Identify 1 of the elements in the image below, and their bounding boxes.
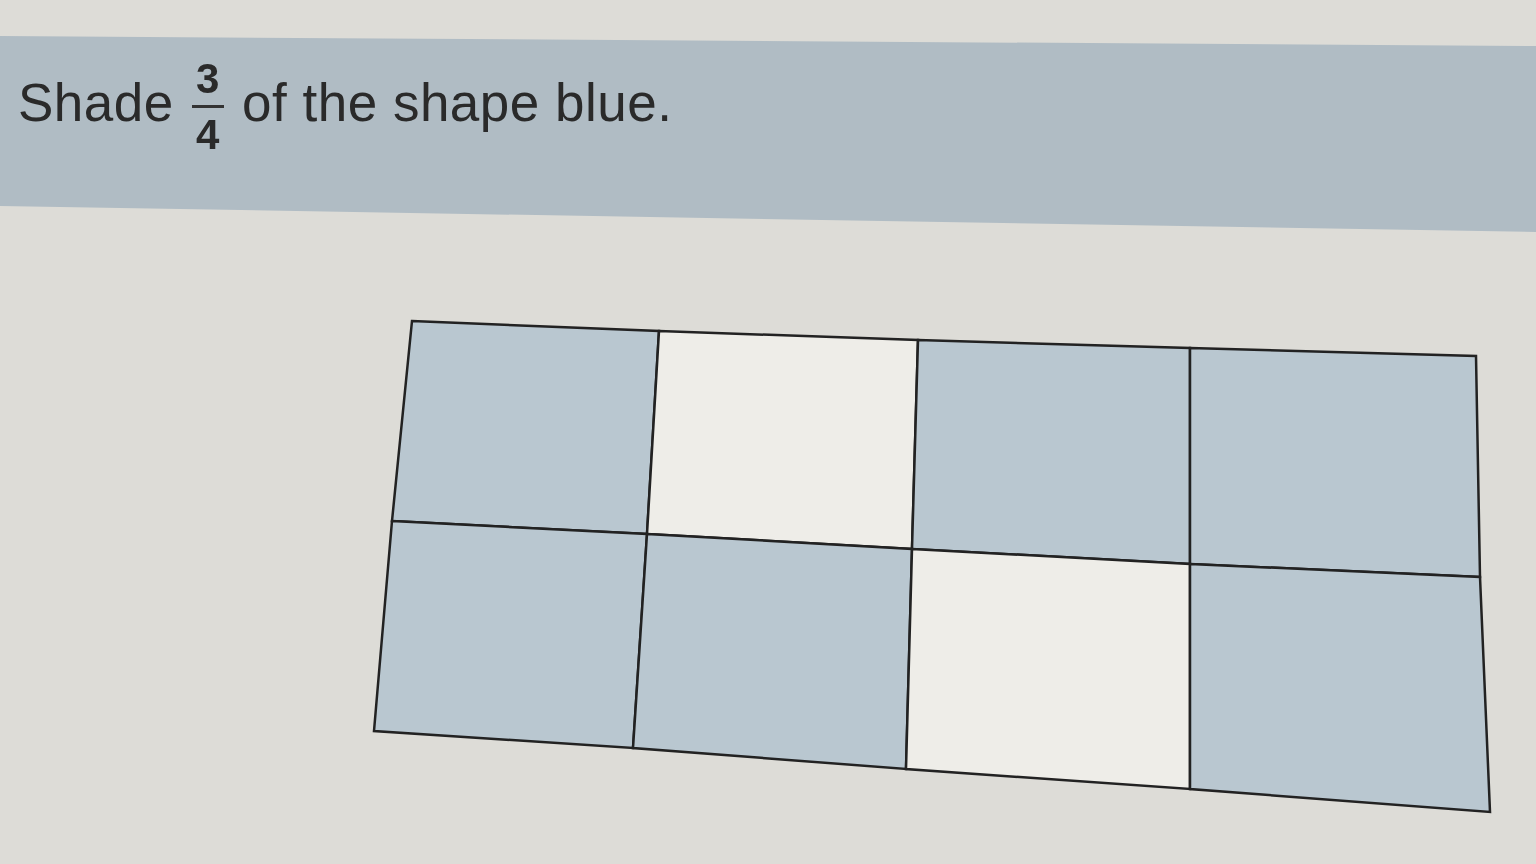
question-text: Shade $^{3}$$_{4}$ of the shape blue. — [18, 58, 673, 156]
